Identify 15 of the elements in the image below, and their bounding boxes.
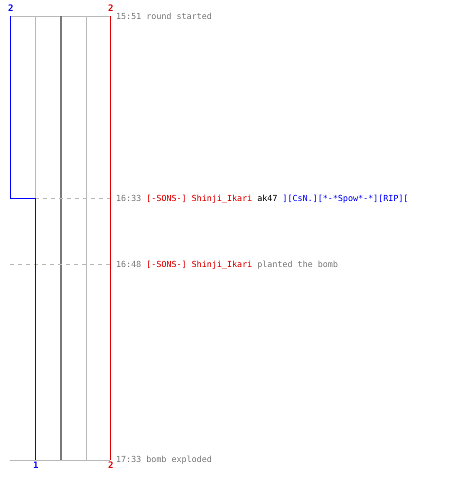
event-text: round started xyxy=(146,11,212,21)
event-text: bomb exploded xyxy=(146,454,212,464)
player-count: 2 xyxy=(108,5,114,14)
timestamp: 15:51 xyxy=(116,11,142,21)
player-name: ][CsN.][*-*Spow*-*][RIP][ xyxy=(282,193,408,203)
weapon-name: ak47 xyxy=(257,193,278,203)
timestamp: 17:33 xyxy=(116,454,142,464)
timestamp: 16:33 xyxy=(116,193,142,203)
timestamp: 16:48 xyxy=(116,259,142,269)
event-text: planted the bomb xyxy=(257,259,338,269)
player-count: 2 xyxy=(8,5,14,14)
player-name: [-SONS-] Shinji_Ikari xyxy=(146,259,252,269)
player-name: [-SONS-] Shinji_Ikari xyxy=(146,193,252,203)
player-count: 2 xyxy=(108,462,114,471)
player-count: 1 xyxy=(33,462,38,471)
